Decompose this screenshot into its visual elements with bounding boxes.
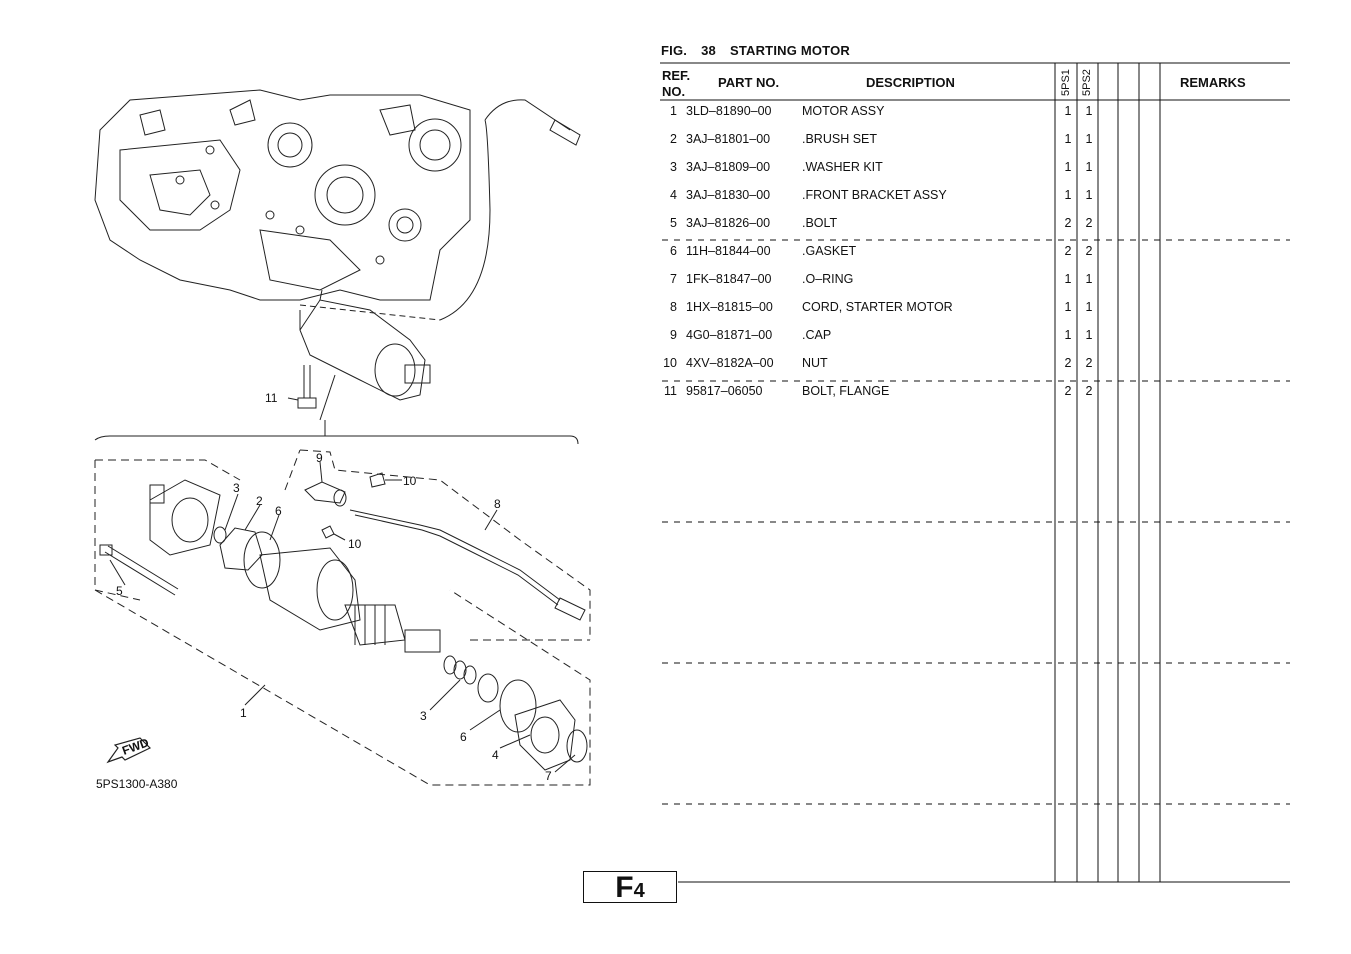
row-ref-no: 7 <box>670 272 677 286</box>
callout-10-upper: 10 <box>403 474 417 488</box>
row-qty-5ps2: 1 <box>1085 104 1093 118</box>
header-part-no: PART NO. <box>718 75 780 90</box>
flange-bolt-drawing <box>297 365 317 409</box>
callout-9: 9 <box>316 451 323 465</box>
row-description: .BRUSH SET <box>802 132 878 146</box>
row-qty-5ps1: 1 <box>1064 160 1072 174</box>
callout-8: 8 <box>494 497 501 511</box>
header-description: DESCRIPTION <box>866 75 955 90</box>
row-description: .WASHER KIT <box>802 160 883 174</box>
header-ref-no: NO. <box>662 84 686 99</box>
header-model-5ps1: 5PS1 <box>1060 69 1072 96</box>
callout-1: 1 <box>240 706 247 720</box>
row-description: .O–RING <box>802 272 854 286</box>
callout-7: 7 <box>545 769 552 783</box>
row-ref-no: 11 <box>664 384 677 398</box>
row-part-no: 1HX–81815–00 <box>686 300 773 314</box>
callout-11: 11 <box>265 391 278 405</box>
row-description: .BOLT <box>802 216 838 230</box>
row-part-no: 3AJ–81830–00 <box>686 188 771 202</box>
row-qty-5ps2: 1 <box>1085 188 1093 202</box>
row-qty-5ps1: 1 <box>1064 272 1072 286</box>
row-part-no: 3LD–81890–00 <box>686 104 772 118</box>
row-qty-5ps1: 2 <box>1064 356 1072 370</box>
row-ref-no: 1 <box>670 104 677 118</box>
row-description: MOTOR ASSY <box>802 104 885 118</box>
row-qty-5ps1: 1 <box>1064 132 1072 146</box>
starter-motor-drawing <box>299 289 431 401</box>
row-qty-5ps1: 2 <box>1064 216 1072 230</box>
row-description: .GASKET <box>802 244 857 258</box>
row-qty-5ps1: 2 <box>1064 384 1072 398</box>
row-qty-5ps1: 1 <box>1064 328 1072 342</box>
callout-3-lower: 3 <box>420 709 427 723</box>
row-description: CORD, STARTER MOTOR <box>802 300 953 314</box>
callout-2: 2 <box>256 494 263 508</box>
row-qty-5ps2: 1 <box>1085 272 1093 286</box>
header-ref: REF. <box>662 68 691 83</box>
figure-number: 38 <box>701 43 716 58</box>
row-part-no: 3AJ–81809–00 <box>686 160 771 174</box>
row-part-no: 1FK–81847–00 <box>686 272 772 286</box>
row-description: NUT <box>802 356 828 370</box>
row-description: .FRONT BRACKET ASSY <box>802 188 947 202</box>
row-ref-no: 9 <box>670 328 677 342</box>
row-ref-no: 2 <box>670 132 677 146</box>
figure-name: STARTING MOTOR <box>729 43 850 58</box>
row-description: BOLT, FLANGE <box>802 384 890 398</box>
callout-10-lower: 10 <box>348 537 362 551</box>
section-badge: F4 <box>583 871 677 904</box>
engine-case-drawing <box>94 89 471 301</box>
figure-title: FIG. 38 STARTING MOTOR <box>661 43 864 58</box>
exploded-parts-diagram: 11 9 10 8 3 2 6 5 10 1 3 6 4 7 FWD 5PS13… <box>94 89 591 791</box>
row-qty-5ps2: 1 <box>1085 300 1093 314</box>
row-part-no: 4XV–8182A–00 <box>686 356 774 370</box>
row-qty-5ps2: 2 <box>1085 356 1093 370</box>
row-ref-no: 3 <box>670 160 677 174</box>
row-qty-5ps2: 2 <box>1085 384 1093 398</box>
header-remarks: REMARKS <box>1180 75 1246 90</box>
row-part-no: 3AJ–81826–00 <box>686 216 771 230</box>
row-qty-5ps2: 1 <box>1085 132 1093 146</box>
row-qty-5ps2: 2 <box>1085 216 1093 230</box>
row-ref-no: 5 <box>670 216 677 230</box>
row-part-no: 3AJ–81801–00 <box>686 132 771 146</box>
row-part-no: 95817–06050 <box>686 384 763 398</box>
row-qty-5ps1: 1 <box>1064 300 1072 314</box>
callout-4: 4 <box>492 748 499 762</box>
row-ref-no: 10 <box>663 356 677 370</box>
row-qty-5ps2: 1 <box>1085 160 1093 174</box>
figure-label: FIG. <box>661 43 688 58</box>
callout-5: 5 <box>116 584 123 598</box>
row-ref-no: 6 <box>670 244 677 258</box>
section-number: 4 <box>633 880 645 902</box>
drawing-code: 5PS1300-A380 <box>96 777 178 791</box>
row-qty-5ps1: 1 <box>1064 104 1072 118</box>
header-model-5ps2: 5PS2 <box>1081 69 1093 96</box>
row-description: .CAP <box>802 328 832 342</box>
row-ref-no: 4 <box>670 188 677 202</box>
callout-3-upper: 3 <box>233 481 240 495</box>
row-qty-5ps2: 1 <box>1085 328 1093 342</box>
row-qty-5ps1: 1 <box>1064 188 1072 202</box>
row-part-no: 4G0–81871–00 <box>686 328 773 342</box>
row-qty-5ps2: 2 <box>1085 244 1093 258</box>
row-ref-no: 8 <box>670 300 677 314</box>
section-letter: F <box>615 871 634 904</box>
starter-cord-drawing <box>439 99 571 321</box>
callout-6-lower: 6 <box>460 730 467 744</box>
row-qty-5ps1: 2 <box>1064 244 1072 258</box>
callout-6-upper: 6 <box>275 504 282 518</box>
row-part-no: 11H–81844–00 <box>686 244 771 258</box>
